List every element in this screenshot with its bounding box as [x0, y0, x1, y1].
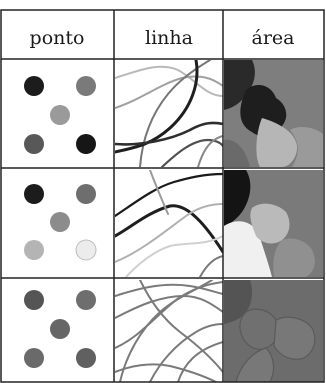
point-marker: [24, 290, 44, 310]
point-marker: [76, 240, 96, 260]
header-area: área: [252, 27, 295, 49]
point-marker: [76, 290, 96, 310]
line-cell-row-2: [115, 170, 223, 277]
area-cell-row-2: [224, 170, 323, 277]
point-marker: [76, 184, 96, 204]
point-cell-row-1: [24, 76, 96, 154]
area-cell-row-1: [224, 60, 323, 167]
point-marker: [76, 76, 96, 96]
point-marker: [50, 105, 70, 125]
point-marker: [24, 348, 44, 368]
point-marker: [24, 134, 44, 154]
area-cell-row-3: [224, 280, 323, 382]
point-cell-row-2: [24, 184, 96, 260]
point-marker: [24, 76, 44, 96]
header-point: ponto: [30, 27, 85, 49]
point-marker: [76, 348, 96, 368]
point-marker: [24, 240, 44, 260]
line-cell-row-1: [115, 60, 223, 167]
point-marker: [24, 184, 44, 204]
header-line: linha: [145, 27, 193, 49]
point-marker: [50, 212, 70, 232]
point-marker: [76, 134, 96, 154]
point-cell-row-3: [24, 290, 96, 368]
line-cell-row-3: [115, 280, 223, 382]
point-marker: [50, 319, 70, 339]
